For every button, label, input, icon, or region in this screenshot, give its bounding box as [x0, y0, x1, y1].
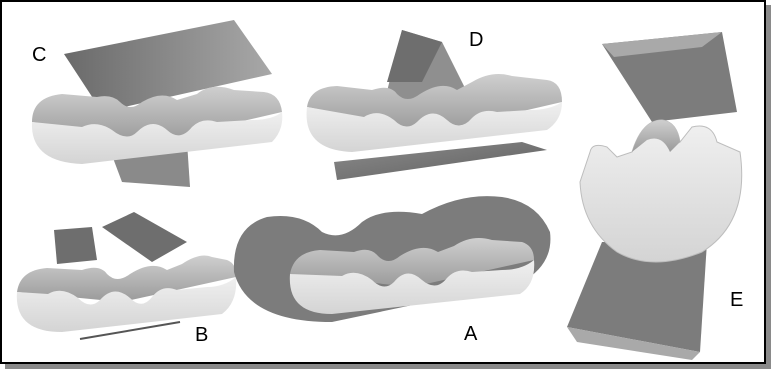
- shape-e-top: [632, 120, 680, 152]
- shape-b-top: [17, 255, 237, 302]
- prism-b-left: [54, 227, 97, 264]
- panel-d: [306, 30, 562, 180]
- cutting-plane-d-lower: [334, 142, 547, 180]
- prism-e-upper-face: [602, 32, 722, 57]
- shape-d-front: [306, 102, 562, 152]
- panel-b: [16, 212, 237, 340]
- figure-frame: C D E B A: [0, 0, 766, 364]
- shape-b-front: [16, 277, 237, 332]
- shape-e-body: [579, 119, 743, 263]
- label-d: D: [469, 29, 484, 51]
- label-c: C: [32, 44, 47, 66]
- panel-c: [31, 20, 283, 187]
- prism-b-right: [102, 212, 187, 262]
- prism-e-lower-face: [567, 327, 700, 360]
- label-a: A: [464, 323, 478, 345]
- panel-a: [233, 196, 551, 322]
- shape-a-front: [289, 260, 535, 314]
- shape-c-front: [31, 112, 283, 164]
- cutting-plane-d-upper-dark: [387, 30, 442, 82]
- label-b: B: [195, 324, 209, 346]
- panel-e: [567, 32, 743, 360]
- prism-e-lower: [567, 242, 707, 352]
- label-e: E: [730, 289, 744, 311]
- figure-canvas: [16, 20, 743, 360]
- cutting-plane-c: [64, 20, 272, 112]
- cut-line-b: [79, 321, 181, 340]
